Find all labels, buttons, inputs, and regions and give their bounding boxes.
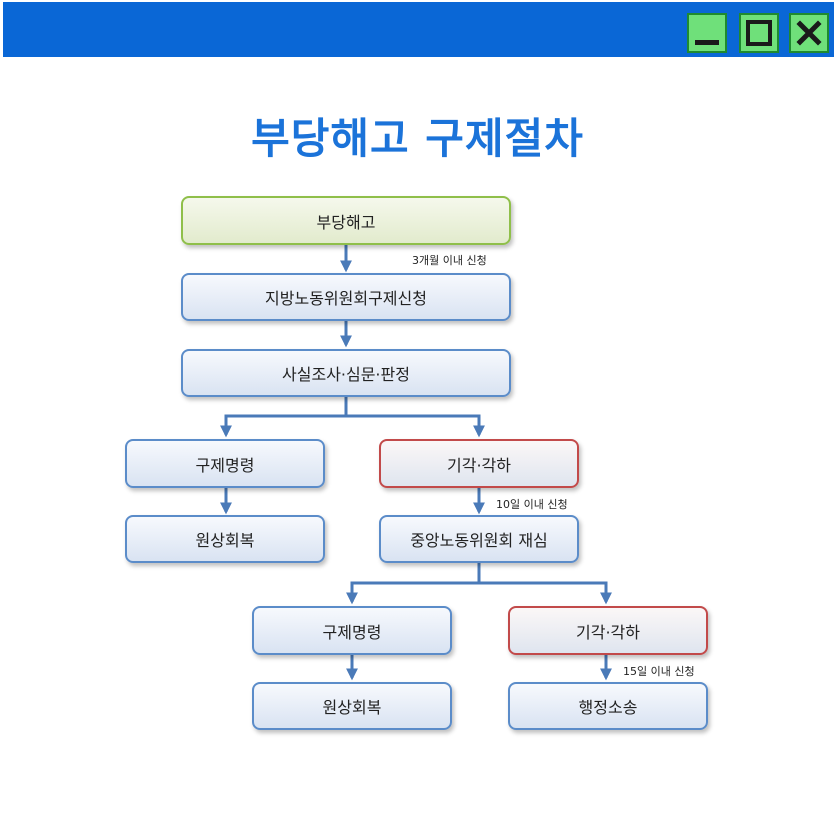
maximize-button[interactable] [739, 13, 779, 53]
title-bar [3, 2, 834, 57]
page-title: 부당해고 구제절차 [251, 114, 584, 163]
flow-box-central-commission: 중앙노동위원회 재심 [379, 515, 579, 563]
note-10-days: 10일 이내 신청 [496, 498, 568, 511]
flow-box-dismissed-2: 기각·각하 [508, 606, 708, 655]
note-3-months: 3개월 이내 신청 [412, 254, 487, 267]
close-button[interactable] [789, 13, 829, 53]
flow-box-dismissal: 부당해고 [181, 196, 511, 245]
flow-box-reinstatement: 원상회복 [125, 515, 325, 563]
note-15-days: 15일 이내 신청 [623, 665, 695, 678]
close-icon [796, 20, 822, 46]
flow-box-investigation: 사실조사·심문·판정 [181, 349, 511, 397]
flow-box-reinstatement-2: 원상회복 [252, 682, 452, 730]
flow-box-relief-order: 구제명령 [125, 439, 325, 488]
flow-box-dismissed: 기각·각하 [379, 439, 579, 488]
flow-box-relief-order-2: 구제명령 [252, 606, 452, 655]
minimize-button[interactable] [687, 13, 727, 53]
flow-box-administrative-litigation: 행정소송 [508, 682, 708, 730]
minimize-icon [695, 40, 719, 45]
maximize-icon [746, 20, 772, 46]
flow-box-regional-commission: 지방노동위원회구제신청 [181, 273, 511, 321]
